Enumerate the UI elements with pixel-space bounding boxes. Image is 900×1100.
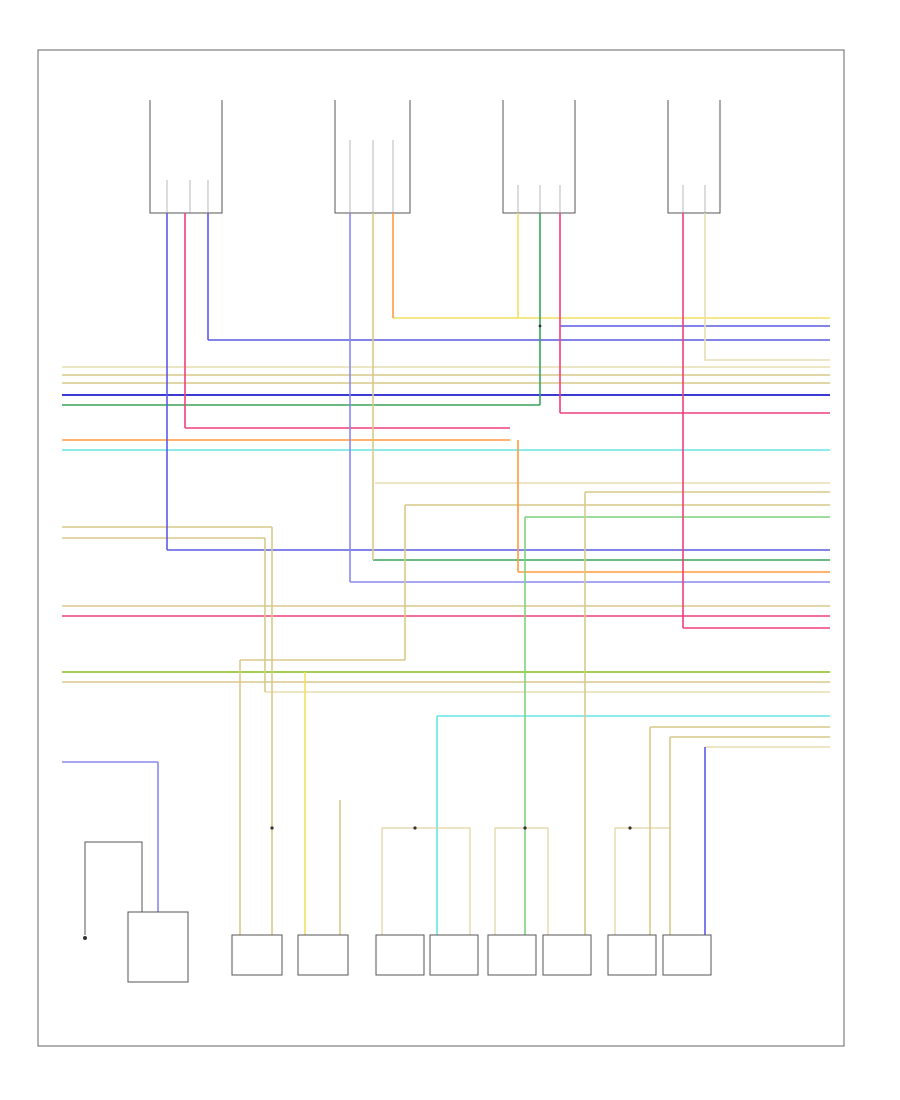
top-component-3 [502, 100, 576, 214]
top-component-1 [149, 100, 223, 214]
bottom-connectors [231, 934, 712, 976]
wire-c4-tan [704, 213, 830, 361]
bottom-left-component [83, 841, 189, 983]
wire-splice-b [494, 827, 549, 935]
bus-wires [62, 317, 830, 763]
connector-1 [231, 934, 283, 976]
top-component-4-body [667, 100, 721, 214]
connector-7 [607, 934, 657, 976]
connector-2 [297, 934, 349, 976]
wire-splice-c [614, 827, 670, 935]
vertical-wires [157, 213, 830, 935]
connector-6 [542, 934, 592, 976]
splice-dots [270, 324, 632, 830]
top-component-2 [334, 100, 411, 214]
connector-5 [487, 934, 537, 976]
wire-splice-a [381, 827, 471, 935]
diagram-frame [37, 49, 845, 1047]
connector-8 [662, 934, 712, 976]
top-component-4 [667, 100, 721, 214]
top-component-2-body [334, 100, 411, 214]
top-component-1-body [149, 100, 223, 214]
connector-3 [375, 934, 425, 976]
top-component-3-body [502, 100, 576, 214]
bottom-left-module [127, 911, 189, 983]
connector-4 [429, 934, 479, 976]
